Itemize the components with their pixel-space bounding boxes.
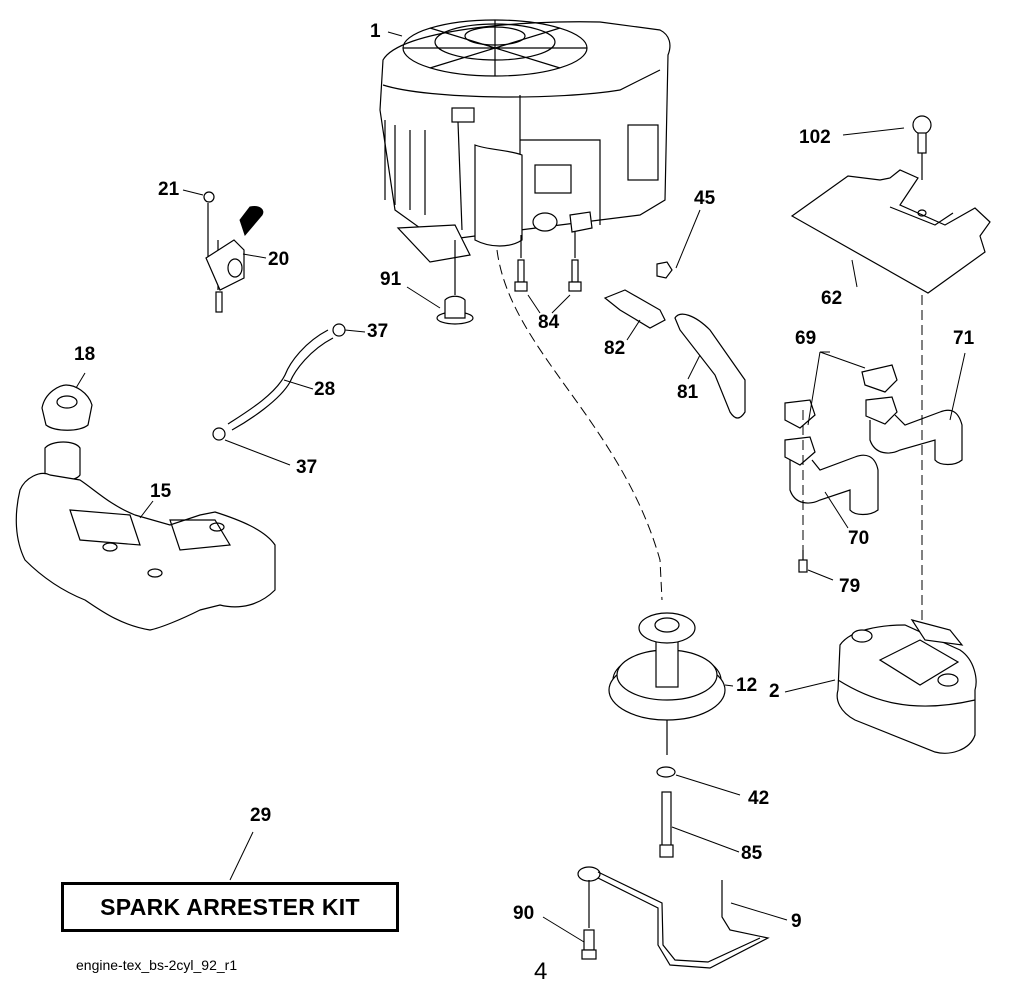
- engine-part: [379, 19, 671, 263]
- fuel-tank-part: [15, 384, 276, 631]
- callout-1[interactable]: 1: [370, 21, 381, 42]
- exhaust-pipes-part: [784, 364, 963, 516]
- spark-arrester-kit-box[interactable]: SPARK ARRESTER KIT: [61, 882, 399, 932]
- callout-71[interactable]: 71: [953, 328, 975, 349]
- callout-91[interactable]: 91: [380, 269, 402, 290]
- throttle-control-part: [203, 191, 264, 313]
- pulley-assembly-line: [496, 249, 663, 601]
- callout-15[interactable]: 15: [150, 481, 172, 502]
- engine-small-parts: [436, 232, 746, 419]
- heat-shield-part: [790, 115, 991, 294]
- callout-28[interactable]: 28: [314, 379, 336, 400]
- callout-21[interactable]: 21: [158, 179, 180, 200]
- callout-90[interactable]: 90: [513, 903, 535, 924]
- callout-81[interactable]: 81: [677, 382, 699, 403]
- callout-29[interactable]: 29: [250, 805, 272, 826]
- fuel-line-part: [212, 323, 346, 441]
- callout-45[interactable]: 45: [694, 188, 716, 209]
- callout-9[interactable]: 9: [791, 911, 802, 932]
- kit-label: SPARK ARRESTER KIT: [100, 893, 360, 920]
- bracket-rod-part: [577, 866, 770, 969]
- callout-70[interactable]: 70: [848, 528, 870, 549]
- callout-37-upper[interactable]: 37: [367, 321, 389, 342]
- callout-85[interactable]: 85: [741, 843, 763, 864]
- drawing-file-name: engine-tex_bs-2cyl_92_r1: [76, 957, 238, 973]
- callout-102[interactable]: 102: [799, 127, 831, 148]
- callout-2[interactable]: 2: [769, 681, 780, 702]
- callout-37-lower[interactable]: 37: [296, 457, 318, 478]
- callout-82[interactable]: 82: [604, 338, 626, 359]
- callout-18[interactable]: 18: [74, 344, 96, 365]
- callout-84[interactable]: 84: [538, 312, 560, 333]
- callout-62[interactable]: 62: [821, 288, 843, 309]
- callout-42[interactable]: 42: [748, 788, 770, 809]
- callout-12[interactable]: 12: [736, 675, 758, 696]
- callout-69[interactable]: 69: [795, 328, 817, 349]
- callout-79[interactable]: 79: [839, 576, 861, 597]
- muffler-part: [836, 619, 977, 754]
- callout-20[interactable]: 20: [268, 249, 290, 270]
- view-number: 4: [534, 958, 548, 985]
- pulley-part: [608, 612, 726, 858]
- leader-lines: [75, 31, 966, 943]
